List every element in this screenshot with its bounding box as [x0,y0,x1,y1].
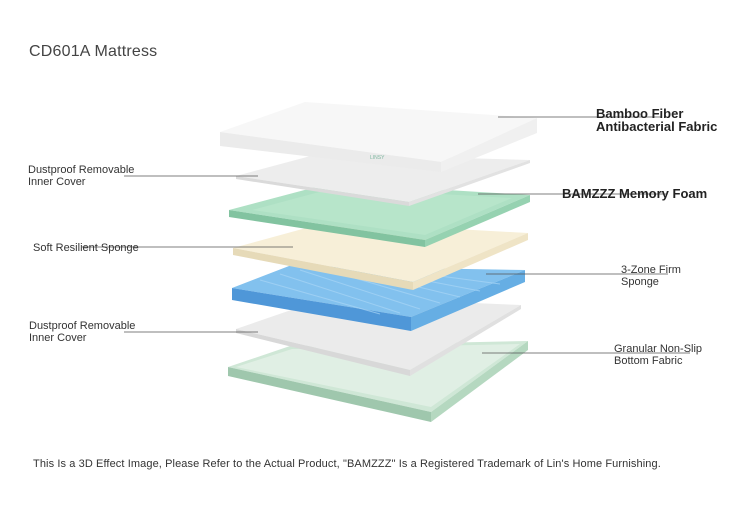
label-inner-cover-bottom: Dustproof Removable Inner Cover [29,320,135,344]
label-inner-cover-bottom-line-2: Inner Cover [29,332,87,344]
label-firm-sponge: 3-Zone Firm Sponge [621,264,681,288]
non-slip-bottom-layer [228,341,528,422]
label-inner-cover-bottom-line-1: Dustproof Removable [29,320,136,332]
page-title: CD601A Mattress [29,43,158,60]
soft-sponge-layer [233,222,528,290]
inner-cover-bottom-layer [236,297,521,376]
label-inner-cover-top-line-1: Dustproof Removable [28,164,135,176]
inner-cover-top-layer [236,154,530,206]
label-bamboo-fiber: Bamboo Fiber Antibacterial Fabric [596,107,717,133]
label-inner-cover-top-line-2: Inner Cover [28,176,86,188]
bamboo-cover-layer: LINSY [220,102,537,172]
label-memory-foam: BAMZZZ Memory Foam [562,187,707,200]
label-bamboo-line-2: Antibacterial Fabric [596,119,718,134]
label-bamboo-line-1: Bamboo Fiber [596,106,684,121]
disclaimer-footer: This Is a 3D Effect Image, Please Refer … [33,458,661,470]
label-memory-foam-line-1: BAMZZZ Memory Foam [562,186,708,201]
memory-foam-layer [229,183,530,247]
label-non-slip-line-1: Granular Non-Slip [614,343,703,355]
leader-lines [82,116,690,354]
brand-mark: LINSY [370,155,385,161]
label-non-slip: Granular Non-Slip Bottom Fabric [614,343,702,367]
label-soft-sponge-line-1: Soft Resilient Sponge [33,242,139,254]
firm-sponge-layer [232,266,525,331]
label-soft-sponge: Soft Resilient Sponge [33,242,139,254]
label-non-slip-line-2: Bottom Fabric [614,355,683,367]
label-firm-sponge-line-2: Sponge [621,276,659,288]
label-inner-cover-top: Dustproof Removable Inner Cover [28,164,134,188]
label-firm-sponge-line-1: 3-Zone Firm [621,264,681,276]
